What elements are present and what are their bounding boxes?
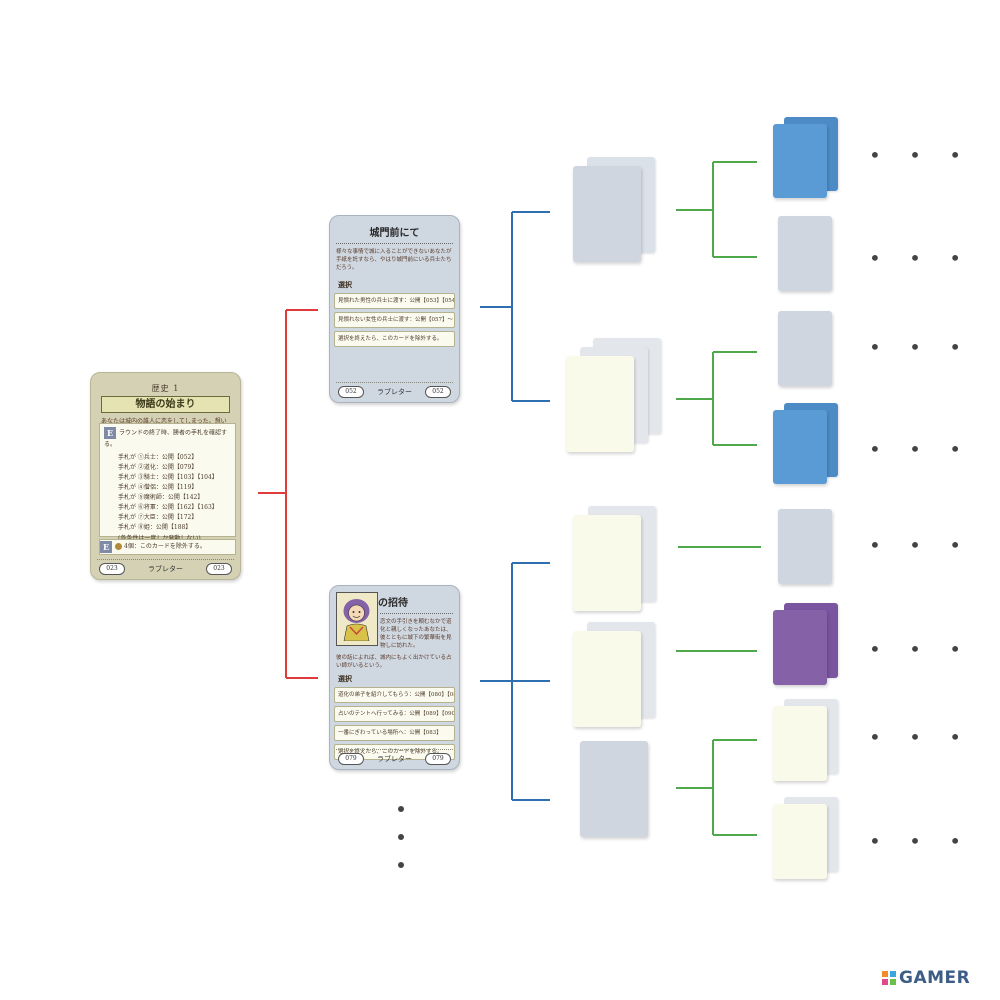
- vertical-ellipsis-dot: [398, 834, 404, 840]
- gray-card: [778, 311, 832, 386]
- condition-item: 手札が ⑧姫：公開【188】: [118, 524, 192, 531]
- card-title: 城門前にて: [369, 228, 420, 239]
- card-intro: 恋文の手引きを頼むなかで道化と親しくなったあなたは、彼とともに城下の繁華街を見物…: [380, 619, 452, 649]
- gamer-logo-icon: [882, 971, 896, 985]
- condition-item: 手札が ③騎士：公開【103】【104】: [118, 474, 218, 481]
- root-card-cost-box: E 4個：このカードを除外する。: [99, 539, 236, 555]
- gray-card-stack: [573, 166, 641, 262]
- card-intro-continued: 彼の話によれば、城内にもよく出かけている占い師がいるという。: [336, 655, 452, 669]
- card-title: 道化の招待: [358, 598, 408, 609]
- condition-item: 手札が ⑤魔術師：公開【142】: [118, 494, 204, 501]
- card-footer: 052 ラブレター 052: [336, 382, 453, 398]
- condition-item: 手札が ⑦大臣：公開【172】: [118, 514, 198, 521]
- e-icon: E: [104, 427, 116, 439]
- divider: [380, 613, 453, 614]
- watermark-text: GAMER: [899, 968, 971, 988]
- card-number: 079: [425, 753, 451, 765]
- blue-card-stack: [773, 410, 827, 484]
- more-ellipsis: • • •: [869, 335, 973, 359]
- condition-item: 手札が ①兵士：公開【052】: [118, 454, 198, 461]
- cream-card-stack: [573, 515, 641, 611]
- more-ellipsis: • • •: [869, 725, 973, 749]
- card-footer-label: ラブレター: [148, 565, 183, 573]
- choice-item: 見慣れない女性の兵士に渡す：公開【057】～【059】: [334, 312, 455, 328]
- cream-card-stack: [566, 356, 634, 452]
- choice-item: 占いのテントへ行ってみる：公開【089】【090】: [334, 706, 455, 722]
- cream-card-stack: [573, 631, 641, 727]
- card-number: 052: [338, 386, 364, 398]
- card-number: 023: [206, 563, 232, 575]
- choice-item: 道化の弟子を紹介してもらう：公開【080】【081】: [334, 687, 455, 703]
- jester-portrait: [336, 592, 378, 646]
- blue-branch: [480, 211, 550, 801]
- card-number: 052: [425, 386, 451, 398]
- coin-icon: [115, 543, 122, 550]
- card-number: 023: [99, 563, 125, 575]
- more-ellipsis: • • •: [869, 533, 973, 557]
- root-card-condition-list: 手札が ①兵士：公開【052】 手札が ②道化：公開【079】 手札が ③騎士：…: [118, 453, 235, 533]
- root-card-cost: 4個：このカードを除外する。: [124, 543, 206, 550]
- card-footer: 079 ラブレター 079: [336, 749, 453, 765]
- choice-item: 選択を終えたら、このカードを除外する。: [334, 744, 455, 760]
- root-card-header: 歴史 1: [151, 384, 180, 393]
- more-ellipsis: • • •: [869, 829, 973, 853]
- gray-card: [778, 509, 832, 584]
- jester-icon: [343, 599, 370, 641]
- card-footer-label: ラブレター: [377, 388, 412, 396]
- cream-card-stack: [773, 804, 827, 879]
- card-intro: 様々な事情で城に入ることができないあなたが手紙を託すなら、やはり城門前にいる兵士…: [336, 249, 452, 271]
- condition-item: 手札が ⑥将軍：公開【162】【163】: [118, 504, 218, 511]
- more-ellipsis: • • •: [869, 637, 973, 661]
- choice-heading: 選択: [338, 280, 352, 289]
- red-branch: [258, 309, 318, 679]
- gray-card: [778, 216, 832, 291]
- card-footer: 023 ラブレター 023: [97, 559, 234, 575]
- root-card-title: 物語の始まり: [101, 396, 230, 413]
- scenario-card-052: 城門前にて 様々な事情で城に入ることができないあなたが手紙を託すなら、やはり城門…: [329, 215, 460, 403]
- choice-heading: 選択: [338, 674, 352, 683]
- choice-item: 見慣れた男性の兵士に渡す：公開【053】【054】: [334, 293, 455, 309]
- more-ellipsis: • • •: [869, 143, 973, 167]
- divider: [336, 243, 453, 244]
- vertical-ellipsis-dot: [398, 862, 404, 868]
- more-ellipsis: • • •: [869, 246, 973, 270]
- condition-item: 手札が ④僧侶：公開【119】: [118, 484, 198, 491]
- e-icon: E: [100, 540, 112, 553]
- green-branch: [676, 161, 761, 836]
- root-card-rule: ラウンドの終了時、勝者の手札を確認する。: [104, 429, 228, 449]
- blue-card-stack: [773, 124, 827, 198]
- root-card-note: (各条件は一度しか発動しない): [118, 533, 235, 542]
- root-story-card: 歴史 1 物語の始まり あなたは城内の誰人に恋をしてしまった。想いをこめた恋文は…: [90, 372, 241, 580]
- card-number: 079: [338, 753, 364, 765]
- gamer-watermark: GAMER: [882, 968, 970, 988]
- choice-item: 一番にぎわっている場所へ：公開【083】: [334, 725, 455, 741]
- card-footer-label: ラブレター: [377, 755, 412, 763]
- choice-item: 選択を終えたら、このカードを除外する。: [334, 331, 455, 347]
- scenario-card-079: 道化の招待 恋文の手引きを頼むなかで道化と親しくなったあなたは、彼とともに城下の…: [329, 585, 460, 770]
- purple-card-stack: [773, 610, 827, 685]
- cream-card-stack: [773, 706, 827, 781]
- gray-card: [580, 741, 648, 837]
- more-ellipsis: • • •: [869, 437, 973, 461]
- condition-item: 手札が ②道化：公開【079】: [118, 464, 198, 471]
- vertical-ellipsis-dot: [398, 806, 404, 812]
